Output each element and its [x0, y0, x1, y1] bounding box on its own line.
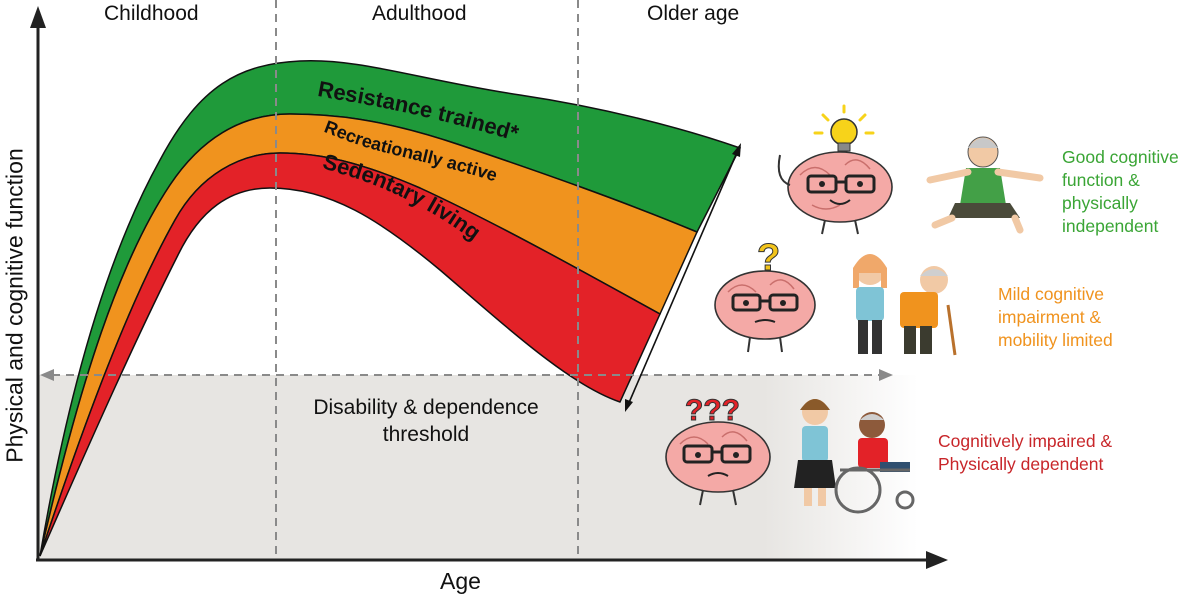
outcome-mild-line2: impairment &: [998, 307, 1102, 327]
threshold-label-line2: threshold: [382, 423, 470, 446]
band-sedentary-living: [39, 152, 661, 557]
lightbulb-icon: [813, 104, 875, 152]
x-axis-label: Age: [440, 568, 481, 594]
outcome-label-impaired: Cognitively impaired & Physically depend…: [938, 430, 1112, 476]
outcome-good-line4: independent: [1062, 216, 1159, 236]
outcome-label-mild: Mild cognitive impairment & mobility lim…: [998, 283, 1113, 352]
question-marks-icon: ???: [685, 394, 740, 427]
brain-confused-icon: ?: [714, 237, 816, 353]
elderly-couple-walking-icon: [853, 254, 957, 356]
woman-exercising-icon: [926, 136, 1044, 234]
phase-label-older-age: Older age: [647, 2, 740, 25]
phase-label-adulthood: Adulthood: [372, 2, 467, 25]
threshold-label-line1: Disability & dependence: [313, 396, 539, 419]
phase-label-childhood: Childhood: [104, 2, 199, 25]
brain-happy-icon: [777, 104, 893, 235]
y-axis: [30, 6, 46, 560]
outcome-mild-line1: Mild cognitive: [998, 284, 1105, 304]
threshold-line: [40, 369, 893, 381]
outcome-label-good: Good cognitive function & physically ind…: [1062, 146, 1179, 238]
brain-impaired-icon: ???: [665, 394, 771, 506]
outcome-good-line1: Good cognitive: [1062, 147, 1179, 167]
threshold-label: Disability & dependence threshold: [266, 394, 586, 448]
y-axis-label: Physical and cognitive function: [1, 148, 28, 463]
threshold-zone: [38, 375, 1138, 560]
x-axis: [36, 551, 948, 569]
outcome-impaired-line1: Cognitively impaired &: [938, 431, 1113, 451]
outcome-good-line2: function &: [1062, 170, 1140, 190]
range-double-arrow: [625, 143, 741, 412]
outcome-good-line3: physically: [1062, 193, 1138, 213]
caregiver-wheelchair-icon: [794, 399, 915, 514]
outcome-mild-line3: mobility limited: [998, 330, 1113, 350]
outcome-impaired-line2: Physically dependent: [938, 454, 1104, 474]
